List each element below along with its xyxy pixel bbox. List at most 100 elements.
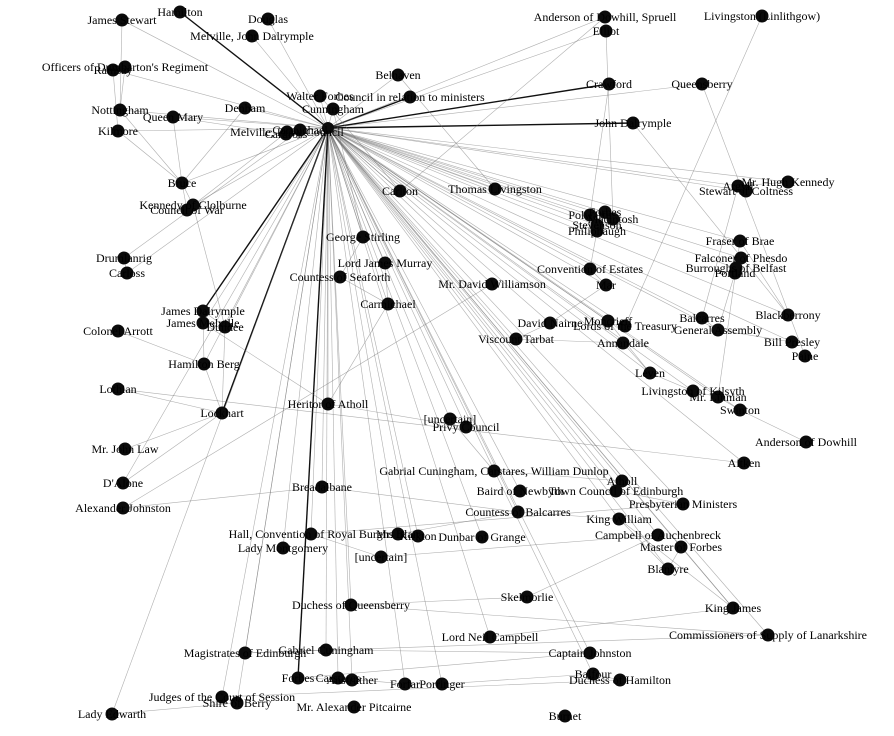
node[interactable]	[674, 540, 688, 554]
node[interactable]	[733, 234, 747, 248]
node[interactable]	[558, 709, 572, 723]
node[interactable]	[293, 123, 307, 137]
node[interactable]	[381, 297, 395, 311]
node[interactable]	[643, 366, 657, 380]
node[interactable]	[106, 63, 120, 77]
node[interactable]	[304, 527, 318, 541]
node[interactable]	[215, 406, 229, 420]
node[interactable]	[315, 480, 329, 494]
node[interactable]	[115, 13, 129, 27]
node[interactable]	[483, 630, 497, 644]
node[interactable]	[326, 102, 340, 116]
node[interactable]	[331, 671, 345, 685]
node[interactable]	[230, 696, 244, 710]
node[interactable]	[711, 323, 725, 337]
node[interactable]	[651, 528, 665, 542]
node[interactable]	[180, 203, 194, 217]
node[interactable]	[661, 562, 675, 576]
node[interactable]	[411, 529, 425, 543]
node[interactable]	[435, 677, 449, 691]
node[interactable]	[755, 9, 769, 23]
node[interactable]	[393, 184, 407, 198]
node[interactable]	[120, 266, 134, 280]
node[interactable]	[726, 601, 740, 615]
node[interactable]	[711, 390, 725, 404]
node[interactable]	[313, 89, 327, 103]
node[interactable]	[276, 541, 290, 555]
node[interactable]	[374, 550, 388, 564]
node[interactable]	[175, 176, 189, 190]
node[interactable]	[398, 677, 412, 691]
node[interactable]	[111, 124, 125, 138]
node[interactable]	[215, 690, 229, 704]
node[interactable]	[347, 700, 361, 714]
node[interactable]	[485, 277, 499, 291]
node[interactable]	[598, 10, 612, 24]
node[interactable]	[105, 707, 119, 721]
node[interactable]	[586, 667, 600, 681]
node[interactable]	[612, 512, 626, 526]
node[interactable]	[321, 397, 335, 411]
node[interactable]	[443, 412, 457, 426]
node[interactable]	[615, 474, 629, 488]
node[interactable]	[590, 224, 604, 238]
node[interactable]	[520, 590, 534, 604]
node[interactable]	[116, 476, 130, 490]
node[interactable]	[626, 116, 640, 130]
node[interactable]	[117, 251, 131, 265]
node[interactable]	[391, 68, 405, 82]
node[interactable]	[113, 103, 127, 117]
node[interactable]	[616, 336, 630, 350]
node[interactable]	[173, 5, 187, 19]
node[interactable]	[403, 90, 417, 104]
node[interactable]	[116, 501, 130, 515]
node[interactable]	[583, 208, 597, 222]
node[interactable]	[356, 230, 370, 244]
node[interactable]	[676, 497, 690, 511]
node[interactable]	[609, 484, 623, 498]
node[interactable]	[488, 182, 502, 196]
node[interactable]	[733, 403, 747, 417]
node[interactable]	[344, 598, 358, 612]
node[interactable]	[459, 420, 473, 434]
node[interactable]	[197, 357, 211, 371]
node[interactable]	[279, 127, 293, 141]
node[interactable]	[606, 212, 620, 226]
node[interactable]	[781, 175, 795, 189]
node[interactable]	[118, 60, 132, 74]
node[interactable]	[583, 262, 597, 276]
node[interactable]	[513, 484, 527, 498]
node-hub[interactable]	[322, 122, 334, 134]
node[interactable]	[345, 673, 359, 687]
node[interactable]	[291, 671, 305, 685]
node[interactable]	[111, 382, 125, 396]
node[interactable]	[511, 505, 525, 519]
node[interactable]	[391, 527, 405, 541]
node[interactable]	[798, 349, 812, 363]
node[interactable]	[196, 304, 210, 318]
node[interactable]	[599, 278, 613, 292]
node[interactable]	[737, 456, 751, 470]
node[interactable]	[333, 270, 347, 284]
node[interactable]	[475, 530, 489, 544]
node[interactable]	[599, 24, 613, 38]
node[interactable]	[781, 308, 795, 322]
node[interactable]	[196, 316, 210, 330]
node[interactable]	[261, 12, 275, 26]
node[interactable]	[319, 643, 333, 657]
node[interactable]	[487, 464, 501, 478]
node[interactable]	[602, 77, 616, 91]
node[interactable]	[686, 384, 700, 398]
node[interactable]	[166, 110, 180, 124]
node[interactable]	[601, 314, 615, 328]
node[interactable]	[378, 256, 392, 270]
node[interactable]	[245, 29, 259, 43]
node[interactable]	[695, 77, 709, 91]
node[interactable]	[543, 316, 557, 330]
node[interactable]	[695, 311, 709, 325]
node[interactable]	[118, 442, 132, 456]
node[interactable]	[799, 435, 813, 449]
node[interactable]	[509, 332, 523, 346]
node[interactable]	[734, 251, 748, 265]
node[interactable]	[218, 320, 232, 334]
